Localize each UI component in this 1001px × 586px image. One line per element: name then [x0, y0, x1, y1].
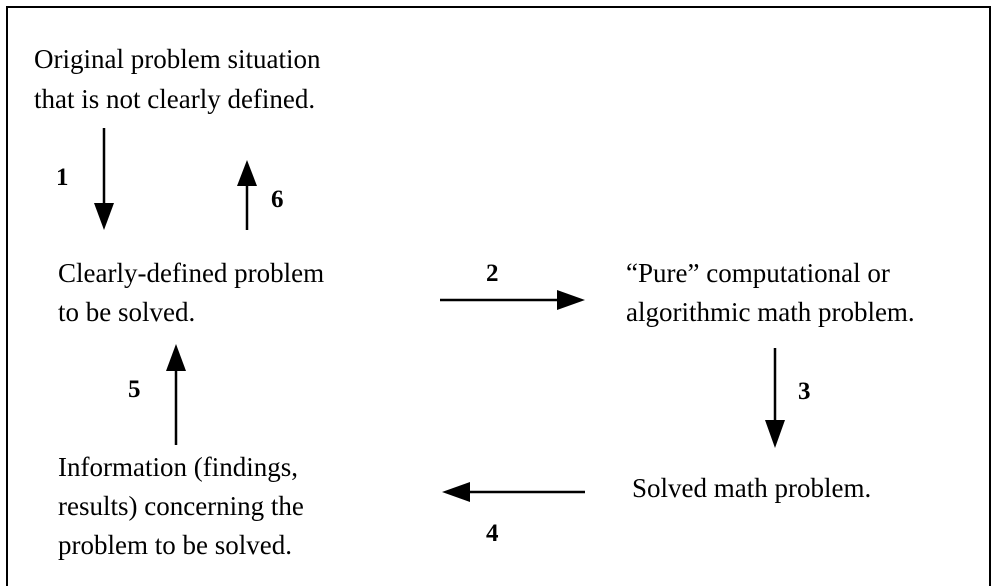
node-pure-line-1: “Pure” computational or — [626, 258, 890, 288]
arrow-5-label: 5 — [128, 376, 141, 403]
node-info-line-1: Information (findings, — [58, 452, 298, 482]
node-original-line-1: Original problem situation — [34, 44, 321, 74]
arrow-6-label: 6 — [271, 186, 284, 213]
diagram-frame — [6, 6, 991, 586]
node-original-line-2: that is not clearly defined. — [34, 84, 316, 114]
node-clear-line-1: Clearly-defined problem — [58, 258, 325, 288]
node-pure-line-2: algorithmic math problem. — [626, 297, 915, 327]
node-solved-line-1: Solved math problem. — [632, 473, 872, 503]
arrow-3-label: 3 — [798, 378, 811, 405]
node-info-line-3: problem to be solved. — [58, 530, 292, 560]
arrow-2-label: 2 — [486, 260, 499, 287]
node-info-line-2: results) concerning the — [58, 491, 304, 521]
arrow-2-head — [557, 290, 585, 310]
arrow-3-head — [765, 420, 785, 448]
arrow-4-label: 4 — [486, 520, 499, 547]
arrow-6-head — [237, 160, 257, 186]
arrow-1-head — [94, 203, 114, 230]
arrow-5-head — [166, 344, 186, 371]
arrow-1-label: 1 — [56, 164, 69, 191]
arrow-4-head — [442, 482, 470, 502]
node-clear-line-2: to be solved. — [58, 297, 196, 327]
